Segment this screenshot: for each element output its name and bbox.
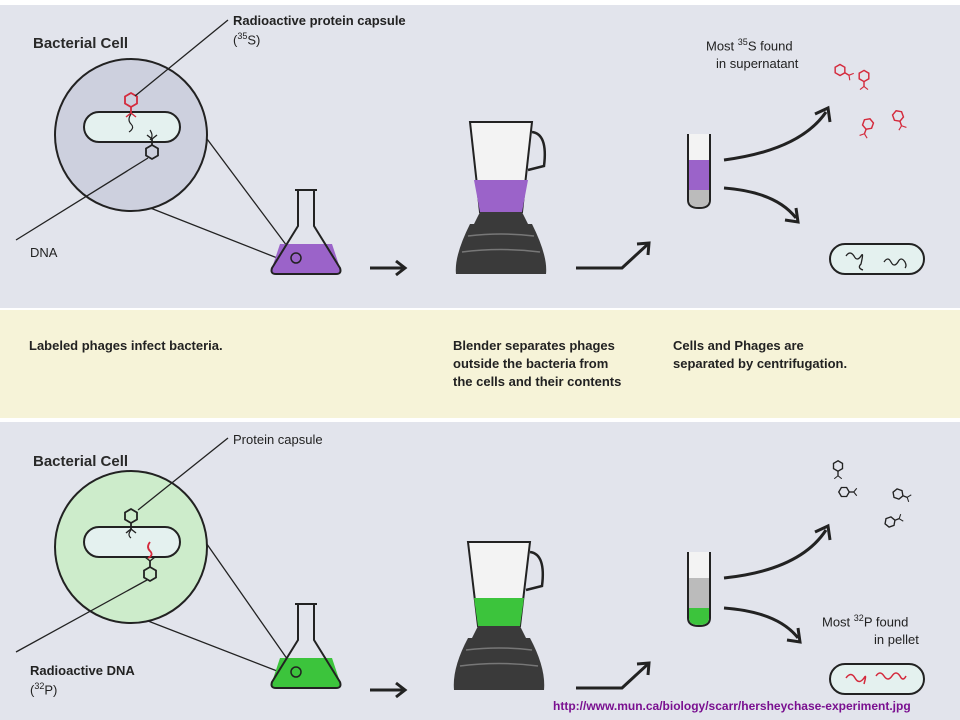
blender-bottom xyxy=(453,541,545,690)
supernatant-capsules xyxy=(832,62,908,140)
pellet-bacterium-bottom xyxy=(829,663,925,695)
caption-band xyxy=(0,310,960,418)
arrow-to-centrifuge-bottom xyxy=(576,661,651,690)
supernatant-capsules-bottom xyxy=(832,460,913,529)
bottom-panel-title: Bacterial Cell xyxy=(33,453,129,470)
flask-bottom xyxy=(270,603,342,689)
test-tube-top xyxy=(687,134,711,210)
capsule-isotope: (35S) xyxy=(233,31,261,48)
arrow-to-blender-bottom xyxy=(370,681,408,699)
step1-caption: Labeled phages infect bacteria. xyxy=(29,338,223,353)
dna-pointer-line xyxy=(15,157,149,241)
dna-pointer-line xyxy=(15,579,148,653)
flask-top xyxy=(270,189,342,275)
blender-top xyxy=(455,121,547,274)
arrow-to-blender-top xyxy=(370,259,408,277)
capsule-icon xyxy=(838,486,858,498)
bottom-infection-diagram xyxy=(15,437,342,689)
arrow-to-centrifuge-top xyxy=(576,241,651,270)
red-capsule-icon xyxy=(858,69,870,91)
radioactive-dna-icon xyxy=(147,541,153,559)
split-arrows-bottom xyxy=(723,523,832,644)
top-infection-diagram xyxy=(15,19,342,275)
bacterium-body xyxy=(83,526,181,558)
dna-isotope: (32P) xyxy=(30,681,58,698)
capsule-label: Radioactive protein capsule xyxy=(233,13,406,28)
source-url-link[interactable]: http://www.mun.ca/biology/scarr/hersheyc… xyxy=(553,699,911,713)
zoom-line-lower xyxy=(129,199,291,264)
capsule-icon xyxy=(832,460,844,480)
capsule-icon xyxy=(890,487,913,504)
radioactive-dna-label: Radioactive DNA xyxy=(30,663,135,678)
red-capsule-icon xyxy=(858,116,876,140)
top-panel-title: Bacterial Cell xyxy=(33,35,129,52)
red-capsule-icon xyxy=(832,62,855,82)
protein-capsule-label: Protein capsule xyxy=(233,432,323,447)
capsule-icon xyxy=(882,512,905,529)
zoom-line-lower xyxy=(129,613,291,677)
supernatant-label-line1: Most 35S found xyxy=(706,37,793,54)
dna-label: DNA xyxy=(30,245,58,260)
pellet-label-line1: Most 32P found xyxy=(822,613,909,630)
capsule-pointer-line xyxy=(134,19,229,97)
split-arrows-top xyxy=(723,105,832,224)
pellet-label-line2: in pellet xyxy=(874,632,919,647)
test-tube-bottom xyxy=(687,552,711,628)
capsule-pointer-line xyxy=(137,437,229,511)
supernatant-label-line2: in supernatant xyxy=(716,56,799,71)
red-capsule-icon xyxy=(890,108,908,132)
pellet-bacterium-top xyxy=(829,243,925,275)
